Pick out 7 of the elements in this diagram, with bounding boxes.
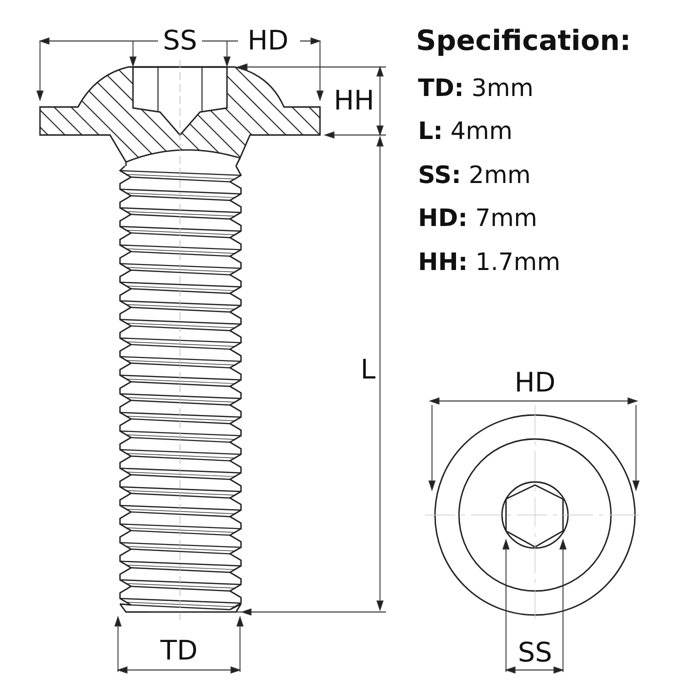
dimension-label: SS <box>514 640 556 666</box>
specification-line: HH: 1.7mm <box>418 250 560 274</box>
specification-line: HD: 7mm <box>418 206 538 230</box>
specification-line: TD: 3mm <box>418 76 534 100</box>
specification-heading: Specification: <box>416 24 631 57</box>
specification-line: L: 4mm <box>418 119 513 143</box>
specification-line: SS: 2mm <box>418 163 531 187</box>
